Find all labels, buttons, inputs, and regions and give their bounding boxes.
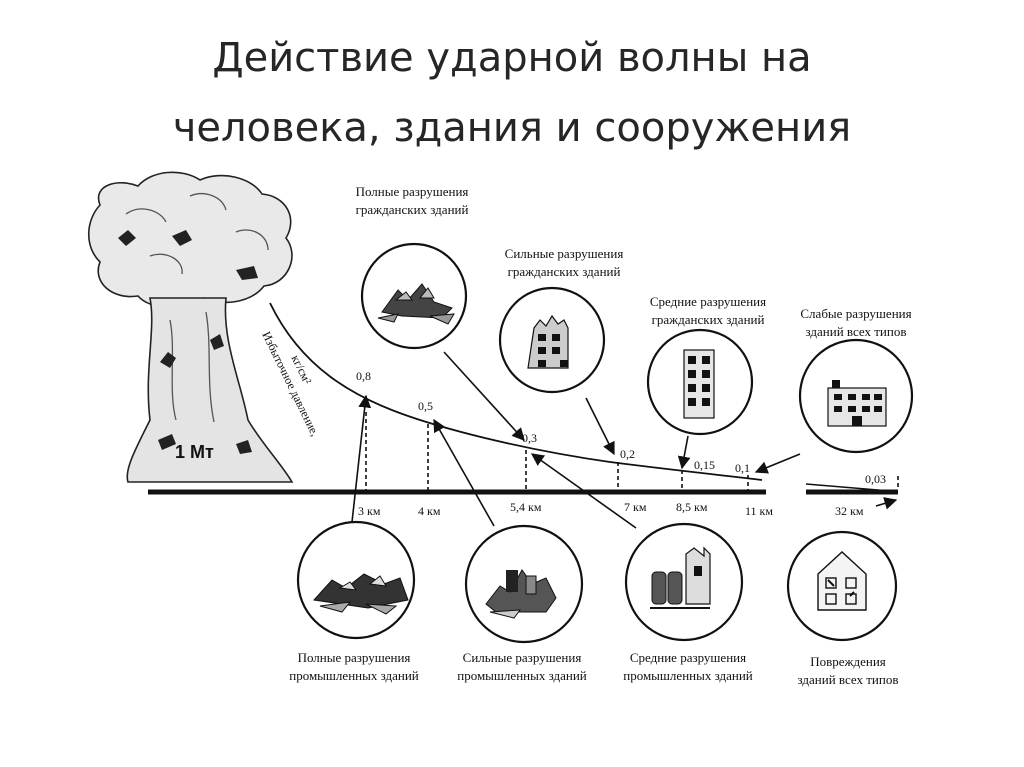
caption-top-3-line-1: Средние разрушения <box>650 294 766 309</box>
arrows <box>351 351 898 529</box>
distance-label-2: 4 км <box>418 504 441 518</box>
slide-title-line-1: Действие ударной волны на <box>212 35 812 81</box>
rubble-icon <box>377 283 455 325</box>
caption-bottom-3-line-1: Средние разрушения <box>630 650 746 665</box>
distance-label-1: 3 км <box>358 504 381 518</box>
distance-label-4: 7 км <box>624 500 647 514</box>
caption-bottom-1-line-2: промышленных зданий <box>289 668 419 683</box>
caption-top-2-line-2: гражданских зданий <box>508 264 621 279</box>
pressure-values: 0,8 0,5 0,3 0,2 0,15 0,1 0,03 <box>356 369 886 486</box>
top-circle-3 <box>646 328 754 436</box>
slide-title-line-2: человека, здания и сооружения <box>172 105 852 151</box>
distance-markers <box>365 412 899 490</box>
svg-text:Избыточное давление,: Избыточное давление, <box>259 329 322 438</box>
slightly-damaged-building-icon <box>827 380 887 427</box>
heavily-damaged-building-icon <box>527 314 569 369</box>
caption-top-4-line-2: зданий всех типов <box>806 324 907 339</box>
top-circle-4 <box>798 338 914 454</box>
damaged-house-icon <box>817 551 867 611</box>
industrial-moderate-damage-icon <box>650 546 711 609</box>
caption-bottom-1-line-1: Полные разрушения <box>298 650 411 665</box>
caption-top-3-line-2: гражданских зданий <box>652 312 765 327</box>
caption-top-1-line-1: Полные разрушения <box>356 184 469 199</box>
caption-bottom-2-line-2: промышленных зданий <box>457 668 587 683</box>
pressure-value-5: 0,15 <box>694 458 715 472</box>
top-circle-2 <box>498 286 606 394</box>
industrial-rubble-icon <box>313 573 409 615</box>
caption-top-2-line-1: Сильные разрушения <box>505 246 624 261</box>
bottom-circle-2 <box>464 524 584 644</box>
caption-top-4-line-1: Слабые разрушения <box>800 306 911 321</box>
pressure-value-7: 0,03 <box>865 472 886 486</box>
caption-bottom-4-line-2: зданий всех типов <box>798 672 899 687</box>
pressure-curve <box>269 302 763 481</box>
top-captions: Полные разрушения гражданских зданий Сил… <box>356 184 912 339</box>
industrial-heavy-damage-icon <box>485 569 557 619</box>
distance-label-6: 11 км <box>745 504 773 518</box>
yield-label: 1 Мт <box>175 442 214 462</box>
pressure-value-4: 0,2 <box>620 447 635 461</box>
distance-labels: 3 км 4 км 5,4 км 7 км 8,5 км 11 км 32 км <box>358 500 864 518</box>
pressure-value-6: 0,1 <box>735 461 750 475</box>
distance-label-5: 8,5 км <box>676 500 708 514</box>
caption-bottom-3-line-2: промышленных зданий <box>623 668 753 683</box>
bottom-circle-4 <box>786 530 898 642</box>
pressure-value-2: 0,5 <box>418 399 433 413</box>
mushroom-cloud-icon <box>88 171 294 483</box>
pressure-value-3: 0,3 <box>522 431 537 445</box>
pressure-curve-tail <box>805 483 891 492</box>
caption-top-1-line-2: гражданских зданий <box>356 202 469 217</box>
distance-label-3: 5,4 км <box>510 500 542 514</box>
bottom-circle-3 <box>624 522 744 642</box>
bottom-captions: Полные разрушения промышленных зданий Си… <box>289 650 898 687</box>
distance-label-7: 32 км <box>835 504 864 518</box>
caption-bottom-2-line-1: Сильные разрушения <box>463 650 582 665</box>
caption-bottom-4-line-1: Повреждения <box>810 654 886 669</box>
top-circle-1 <box>360 242 468 350</box>
pressure-axis-label: Избыточное давление, кг/см² <box>259 329 322 438</box>
bottom-circle-1 <box>296 520 416 640</box>
moderately-damaged-building-icon <box>683 349 715 419</box>
pressure-value-1: 0,8 <box>356 369 371 383</box>
